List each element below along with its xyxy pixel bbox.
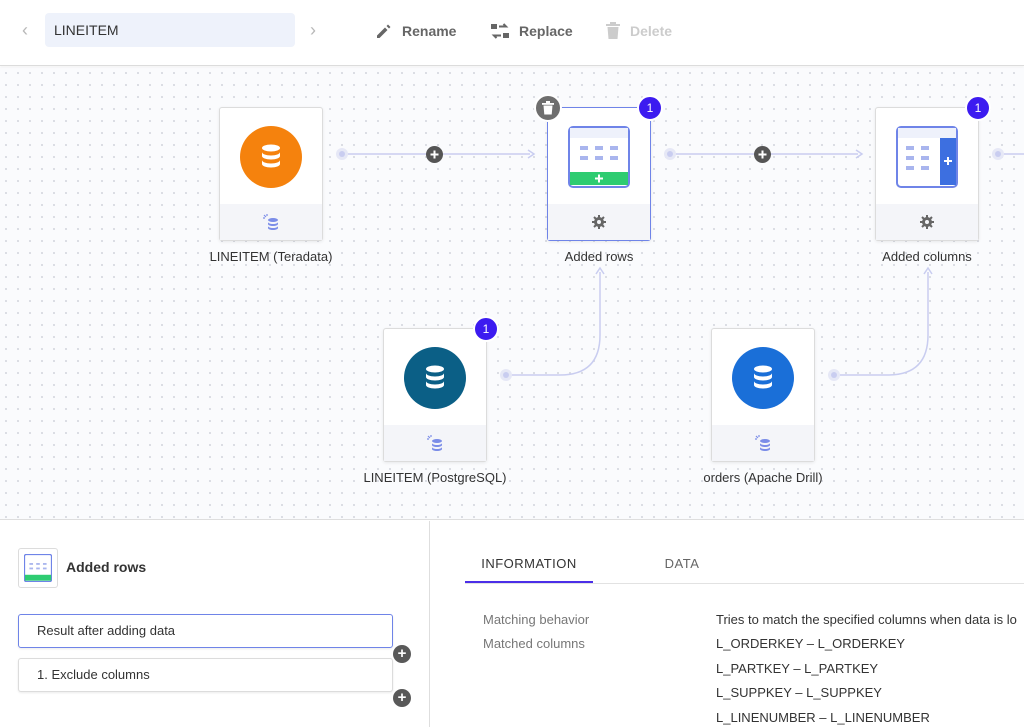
insert-step-plus-icon[interactable] <box>426 146 443 163</box>
dataset-name-input[interactable] <box>45 13 295 47</box>
edge-port-dot <box>503 372 509 378</box>
data-source-icon <box>263 214 278 230</box>
add-columns-icon <box>896 126 958 188</box>
tabs-divider <box>465 583 1024 584</box>
edge-arrowhead <box>855 149 864 159</box>
edge-port-dot <box>831 372 837 378</box>
delete-button[interactable]: Delete <box>604 18 672 44</box>
edge-arrowhead <box>923 266 933 275</box>
info-value: L_PARTKEY – L_PARTKEY <box>716 661 879 676</box>
replace-button[interactable]: Replace <box>489 18 573 44</box>
replace-label: Replace <box>519 23 573 39</box>
gear-icon[interactable] <box>591 214 607 230</box>
node-footer <box>712 425 814 461</box>
data-source-icon <box>427 435 442 451</box>
flow-canvas[interactable]: LINEITEM (Teradata) 1 Added rows <box>0 67 1024 520</box>
node-lineitem-teradata[interactable] <box>219 107 323 241</box>
node-orders-apache-drill[interactable] <box>711 328 815 462</box>
info-value: L_LINENUMBER – L_LINENUMBER <box>716 710 930 725</box>
edge-port-dot <box>667 151 673 157</box>
node-label: LINEITEM (Teradata) <box>209 249 333 264</box>
node-body <box>220 108 322 206</box>
insert-step-plus-icon[interactable] <box>754 146 771 163</box>
node-added-columns[interactable] <box>875 107 979 241</box>
info-value: L_SUPPKEY – L_SUPPKEY <box>716 685 882 700</box>
edge-arrowhead <box>527 149 536 159</box>
trash-icon <box>606 22 620 39</box>
forward-arrow-icon[interactable]: › <box>310 20 316 40</box>
pencil-icon <box>377 24 391 38</box>
edge-arrowhead <box>595 266 605 275</box>
node-count-badge: 1 <box>637 95 663 121</box>
step-exclude-columns[interactable]: 1. Exclude columns <box>18 658 393 692</box>
database-icon <box>404 347 466 409</box>
add-rows-icon <box>18 548 58 588</box>
add-step-plus-icon[interactable]: + <box>393 689 411 707</box>
node-footer <box>876 204 978 240</box>
node-added-rows[interactable] <box>547 107 651 241</box>
swap-icon <box>491 23 509 39</box>
database-icon <box>240 126 302 188</box>
node-body <box>876 108 978 206</box>
step-panel: Added rows Result after adding data + 1.… <box>0 521 430 727</box>
panel-title: Added rows <box>66 559 147 575</box>
node-label: LINEITEM (PostgreSQL) <box>363 470 507 485</box>
node-label: orders (Apache Drill) <box>703 470 823 485</box>
edge-postgres-to-added-rows <box>506 272 601 376</box>
step-result-after-adding-data[interactable]: Result after adding data <box>18 614 393 648</box>
flow-edges <box>336 148 1024 381</box>
node-footer <box>220 204 322 240</box>
rename-label: Rename <box>402 23 457 39</box>
node-body <box>548 108 650 206</box>
node-body <box>712 329 814 427</box>
info-key: Matching behavior <box>483 612 590 627</box>
delete-label: Delete <box>630 23 673 39</box>
node-label: Added rows <box>564 249 634 264</box>
edge-port-dot <box>339 151 345 157</box>
toolbar: ‹ › Rename Replace Delete <box>0 0 1024 66</box>
database-icon <box>732 347 794 409</box>
edge-port-dot <box>995 151 1001 157</box>
tab-data[interactable]: DATA <box>664 556 700 571</box>
details-panel: INFORMATION DATA Matching behavior Tries… <box>431 521 1024 727</box>
add-rows-icon <box>568 126 630 188</box>
info-key: Matched columns <box>483 636 585 651</box>
node-body <box>384 329 486 427</box>
node-count-badge: 1 <box>473 316 499 342</box>
gear-icon[interactable] <box>919 214 935 230</box>
add-step-plus-icon[interactable]: + <box>393 645 411 663</box>
node-footer <box>384 425 486 461</box>
data-source-icon <box>755 435 770 451</box>
remove-node-trash-icon[interactable] <box>534 94 562 122</box>
node-lineitem-postgresql[interactable] <box>383 328 487 462</box>
rename-button[interactable]: Rename <box>374 18 456 44</box>
tab-information[interactable]: INFORMATION <box>465 547 593 583</box>
node-footer <box>548 204 650 240</box>
info-value: L_ORDERKEY – L_ORDERKEY <box>716 636 906 651</box>
back-arrow-icon[interactable]: ‹ <box>22 20 28 40</box>
info-value: Tries to match the specified columns whe… <box>716 612 1017 627</box>
node-label: Added columns <box>882 249 972 264</box>
edge-drill-to-added-columns <box>834 272 929 376</box>
node-count-badge: 1 <box>965 95 991 121</box>
